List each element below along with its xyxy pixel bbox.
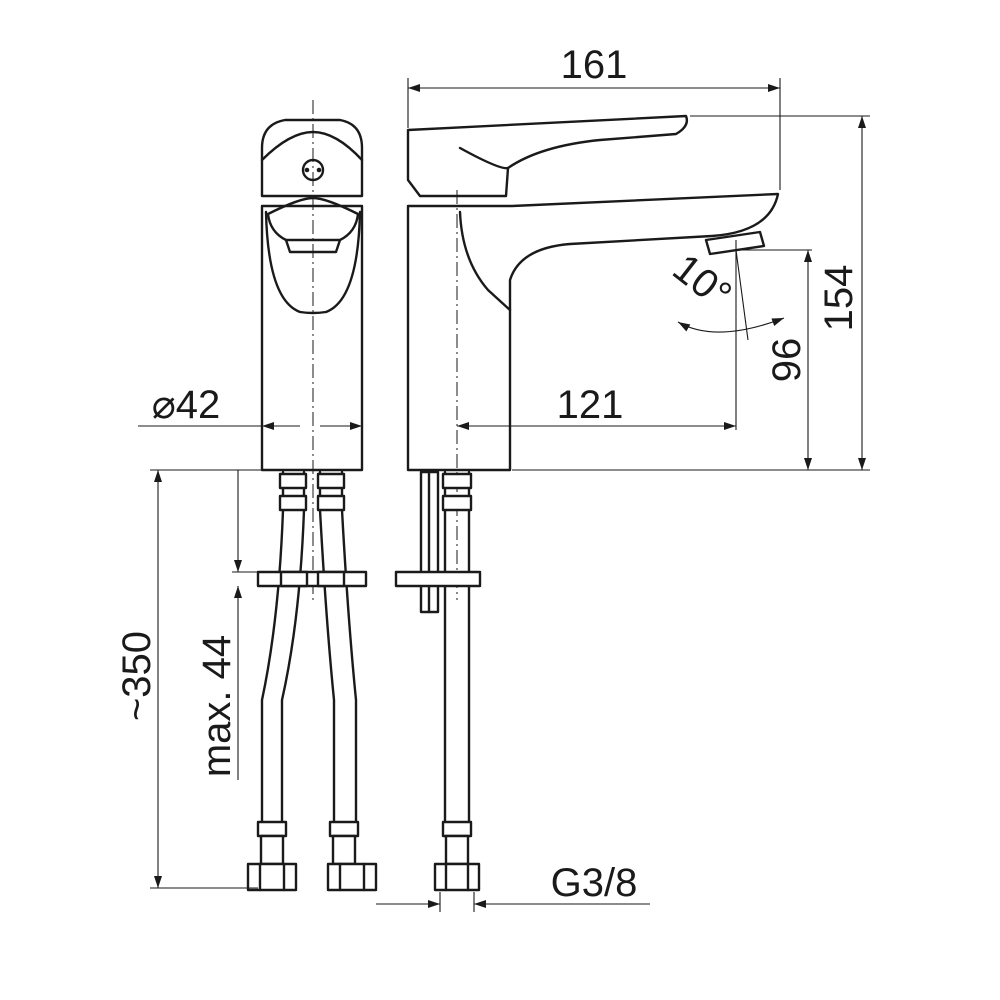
side-view xyxy=(394,114,780,892)
dim-label-overall-width: 161 xyxy=(561,43,628,87)
front-spout-outlet xyxy=(266,196,360,242)
side-hose xyxy=(443,470,471,827)
front-lever-head xyxy=(260,118,364,198)
dim-label-connection-thread: G3/8 xyxy=(551,861,638,905)
side-lever xyxy=(406,114,689,198)
dim-label-hose-length: ~350 xyxy=(115,631,159,721)
dim-label-tilt-angle: 10° xyxy=(665,246,740,318)
front-hose-right xyxy=(318,470,358,827)
spout-aerator xyxy=(704,230,766,256)
dim-label-overall-height: 154 xyxy=(817,265,861,332)
hose-nut-left xyxy=(246,862,298,892)
front-body xyxy=(260,204,364,472)
hose-nut-right xyxy=(326,862,378,892)
side-hose-nut xyxy=(433,862,481,892)
side-mounting-plate xyxy=(394,570,482,588)
front-hose-left xyxy=(260,470,306,827)
dim-label-max-deck-thickness: max. 44 xyxy=(195,635,239,777)
lever-indicator-icon xyxy=(301,158,325,182)
front-mounting-plate xyxy=(256,570,368,588)
front-view xyxy=(246,100,378,892)
dim-label-spout-reach: 121 xyxy=(557,383,624,427)
side-body xyxy=(406,192,780,472)
dim-label-spout-outlet-height: 96 xyxy=(765,338,809,383)
dim-label-body-diameter: ⌀42 xyxy=(152,383,221,427)
dimension-lines xyxy=(138,78,870,912)
